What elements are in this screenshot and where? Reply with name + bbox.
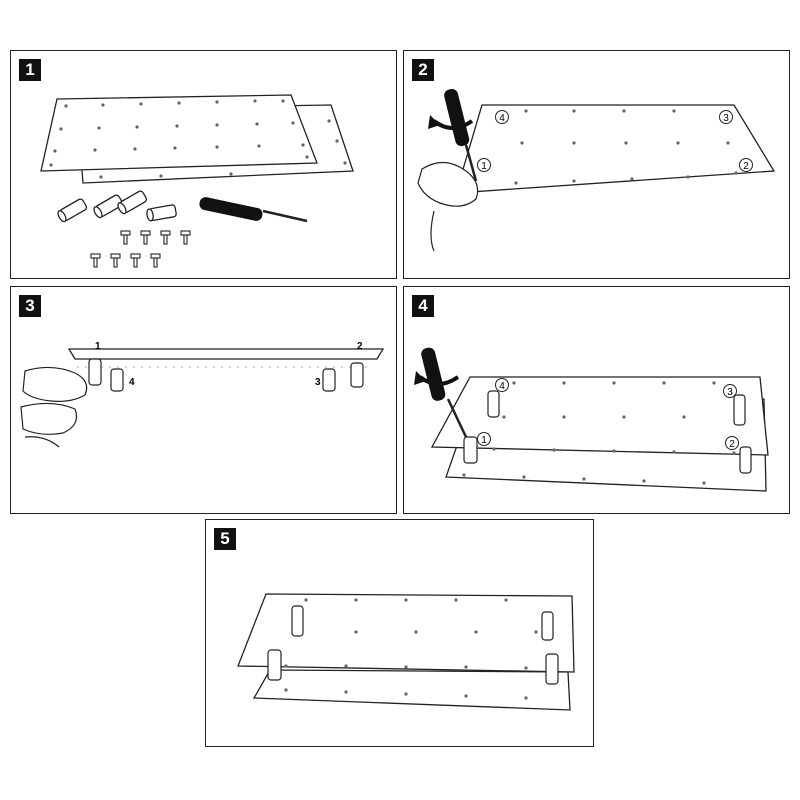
callout-4: 4: [499, 381, 505, 392]
screwdriver-icon: [199, 197, 308, 223]
step-3-panel: 3 1 2 3 4: [10, 286, 397, 514]
hand-icon: [417, 161, 479, 252]
step-2-panel: 2 4 3 2 1: [403, 50, 790, 279]
step-2-badge: 2: [412, 59, 434, 81]
step-1-panel: 1: [10, 50, 397, 279]
standoff-icon: [88, 358, 364, 392]
callout-4: 4: [499, 113, 505, 124]
callout-3: 3: [723, 113, 729, 124]
screw-icon: [90, 230, 191, 268]
callout-2: 2: [729, 439, 735, 450]
standoff-icon: [267, 605, 559, 685]
step-4-illustration: 4 3 2 1: [414, 347, 769, 492]
callout-1: 1: [481, 435, 487, 446]
callout-2: 2: [743, 161, 749, 172]
callout-1: 1: [481, 161, 487, 172]
step-3-badge: 3: [19, 295, 41, 317]
step-3-illustration: 1 2 3 4: [20, 341, 385, 448]
step-5-badge: 5: [214, 528, 236, 550]
top-plate: [430, 376, 769, 456]
step-1-illustration: [40, 94, 354, 268]
callout-3: 3: [315, 377, 321, 388]
standoff-icon: [463, 390, 752, 474]
standoff-icon: [57, 190, 177, 223]
callout-1: 1: [95, 341, 101, 352]
screwdriver-icon: [444, 88, 478, 182]
front-plate: [40, 94, 318, 172]
step-5-illustration: [237, 593, 575, 711]
callout-2: 2: [357, 341, 363, 352]
plate-edge: [67, 348, 385, 360]
bottom-plate: [252, 669, 571, 711]
step-4-badge: 4: [412, 295, 434, 317]
plate-holes: [49, 99, 347, 179]
callouts: 4 3 2 1: [477, 110, 753, 172]
plate: [455, 104, 776, 194]
screwdriver-icon: [421, 347, 468, 438]
step-1-badge: 1: [19, 59, 41, 81]
step-4-panel: 4 4 3 2 1: [403, 286, 790, 514]
top-plate: [237, 593, 575, 673]
callout-3: 3: [727, 387, 733, 398]
step-5-panel: 5: [205, 519, 594, 747]
step-2-illustration: 4 3 2 1: [417, 88, 776, 252]
callout-4: 4: [129, 377, 135, 388]
hand-icon: [20, 366, 88, 448]
